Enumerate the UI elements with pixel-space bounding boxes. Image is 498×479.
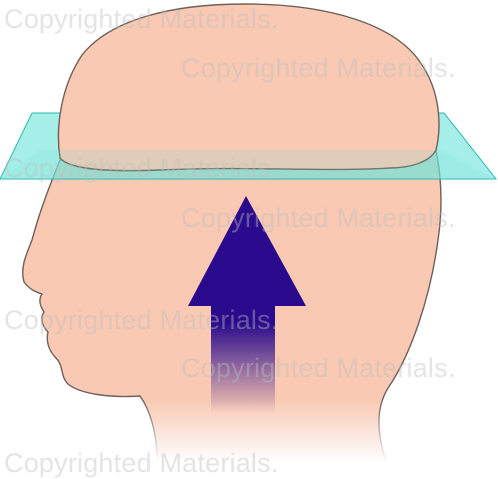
plane-overlay	[0, 150, 496, 179]
up-arrow-icon	[188, 196, 306, 414]
neck-fade	[130, 400, 410, 462]
diagram-canvas: Copyrighted Materials. Copyrighted Mater…	[0, 3, 498, 478]
anatomy-illustration	[0, 3, 498, 462]
cranium-cap	[57, 3, 440, 172]
